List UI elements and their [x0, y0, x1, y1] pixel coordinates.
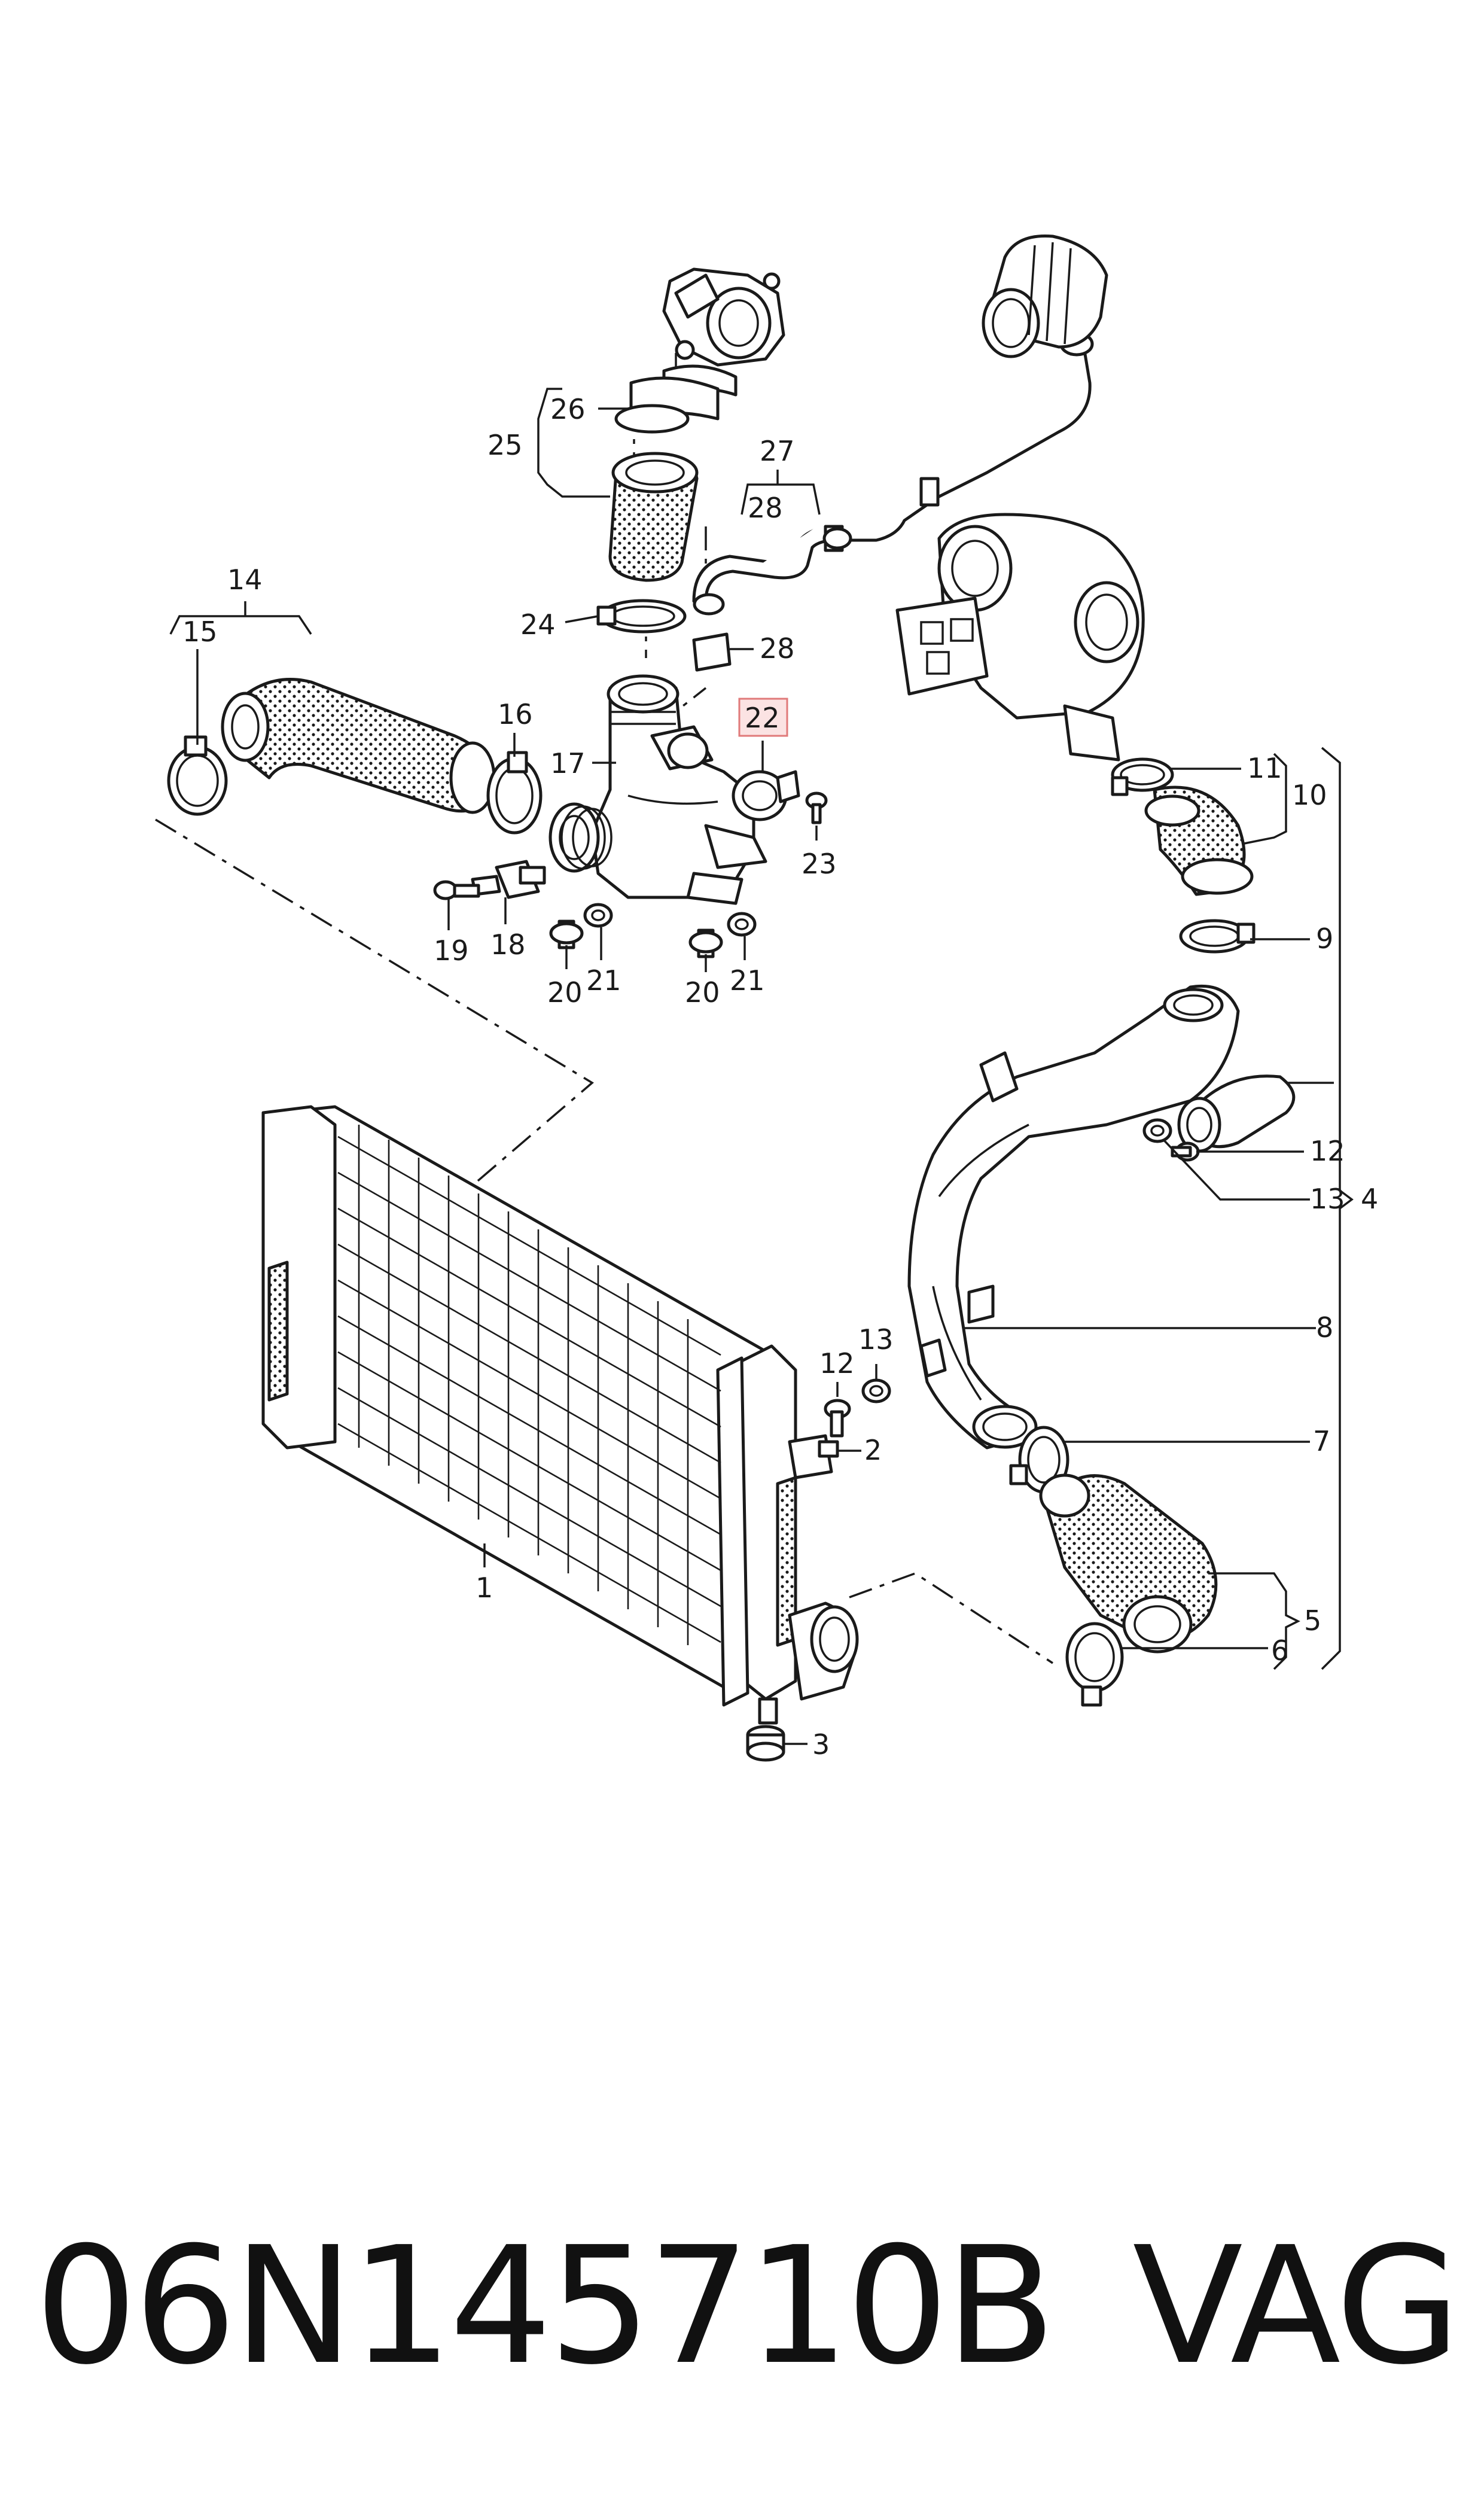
- callout-12-upper[interactable]: 12: [1310, 1135, 1345, 1167]
- bolt-19: [433, 880, 480, 900]
- breather-hose: [692, 331, 1094, 603]
- clamp-24: [596, 599, 687, 634]
- callout-21-left[interactable]: 21: [586, 964, 621, 997]
- drain-plug-3: [746, 1725, 785, 1762]
- callout-2[interactable]: 2: [864, 1434, 882, 1466]
- nut-21-left: [583, 903, 613, 928]
- callout-27[interactable]: 27: [760, 435, 795, 467]
- clamp-15: [167, 735, 228, 816]
- turbo-inlet-hose: [982, 234, 1108, 358]
- callout-22-highlight: [738, 698, 788, 737]
- callout-18[interactable]: 18: [490, 928, 526, 961]
- callout-20-left[interactable]: 20: [547, 976, 583, 1009]
- callout-23[interactable]: 23: [802, 848, 837, 880]
- callout-28-lower[interactable]: 28: [760, 632, 795, 665]
- nut-13-lower: [861, 1378, 891, 1403]
- bolt-12-lower: [824, 1399, 851, 1438]
- callout-6[interactable]: 6: [1271, 1634, 1288, 1667]
- turbocharger: [895, 513, 1145, 762]
- callout-4[interactable]: 4: [1361, 1183, 1378, 1215]
- leader-lines: [169, 388, 1354, 1745]
- throttle-body-assembly: [614, 267, 785, 434]
- callout-5[interactable]: 5: [1304, 1604, 1321, 1637]
- callout-labels: 22 26 25 24 27 28 28 23 17 14 15 16 19 1…: [182, 393, 1378, 1761]
- elbow-bellows: [548, 802, 613, 873]
- callout-21-right[interactable]: 21: [730, 964, 765, 997]
- bolt-12-upper: [1171, 1141, 1200, 1162]
- callout-26[interactable]: 26: [550, 393, 586, 425]
- part-number: 06N145710B: [35, 2212, 1056, 2400]
- callout-25[interactable]: 25: [487, 429, 523, 461]
- callout-12-lower[interactable]: 12: [819, 1347, 855, 1380]
- clamp-6: [1065, 1622, 1124, 1707]
- intercooler-hose-left: [221, 678, 496, 814]
- callout-15[interactable]: 15: [182, 616, 218, 648]
- turbo-outlet-hose: [1144, 785, 1254, 896]
- resonator-hose: [1177, 1074, 1296, 1153]
- callout-8[interactable]: 8: [1316, 1311, 1333, 1344]
- callout-28-upper[interactable]: 28: [748, 492, 783, 524]
- callout-11[interactable]: 11: [1247, 752, 1282, 784]
- sensor-22: [732, 770, 800, 821]
- callout-7[interactable]: 7: [1313, 1425, 1330, 1457]
- clamp-9: [1179, 919, 1256, 954]
- callout-20-right[interactable]: 20: [685, 976, 720, 1009]
- callout-22[interactable]: 22: [745, 702, 780, 734]
- callout-10[interactable]: 10: [1292, 779, 1327, 811]
- callout-16[interactable]: 16: [498, 698, 533, 730]
- intake-elbow-pipe: [590, 674, 767, 905]
- callout-13-upper[interactable]: 13: [1310, 1183, 1345, 1215]
- bolt-20-left: [549, 919, 584, 949]
- connector-28: [692, 527, 852, 672]
- callout-13-lower[interactable]: 13: [858, 1323, 894, 1356]
- callout-9[interactable]: 9: [1316, 922, 1333, 955]
- nut-13-upper: [1142, 1118, 1172, 1143]
- clamp-16: [486, 751, 543, 835]
- intercooler: [261, 1105, 859, 1725]
- callout-24[interactable]: 24: [520, 608, 556, 641]
- bolt-20-right: [688, 928, 723, 958]
- nut-21-right: [727, 912, 757, 937]
- intercooler-hose-right: [1039, 1473, 1218, 1654]
- intercooler-fins: [337, 1125, 721, 1645]
- screw-23: [805, 791, 828, 824]
- charge-air-pipe: [907, 984, 1240, 1450]
- sensor-18: [471, 860, 546, 899]
- bracket-2: [788, 1434, 839, 1479]
- callout-1[interactable]: 1: [476, 1572, 493, 1604]
- callout-3[interactable]: 3: [812, 1728, 830, 1761]
- callout-19[interactable]: 19: [434, 934, 469, 967]
- callout-17[interactable]: 17: [550, 747, 586, 780]
- clamp-11: [1111, 757, 1174, 796]
- pipe-outlet-bellows: [972, 988, 1224, 1449]
- part-footer: 06N145710B VAG: [35, 2212, 1461, 2429]
- callout-14[interactable]: 14: [227, 564, 263, 596]
- brand-name: VAG: [1132, 2212, 1461, 2400]
- upper-hose: [608, 452, 699, 582]
